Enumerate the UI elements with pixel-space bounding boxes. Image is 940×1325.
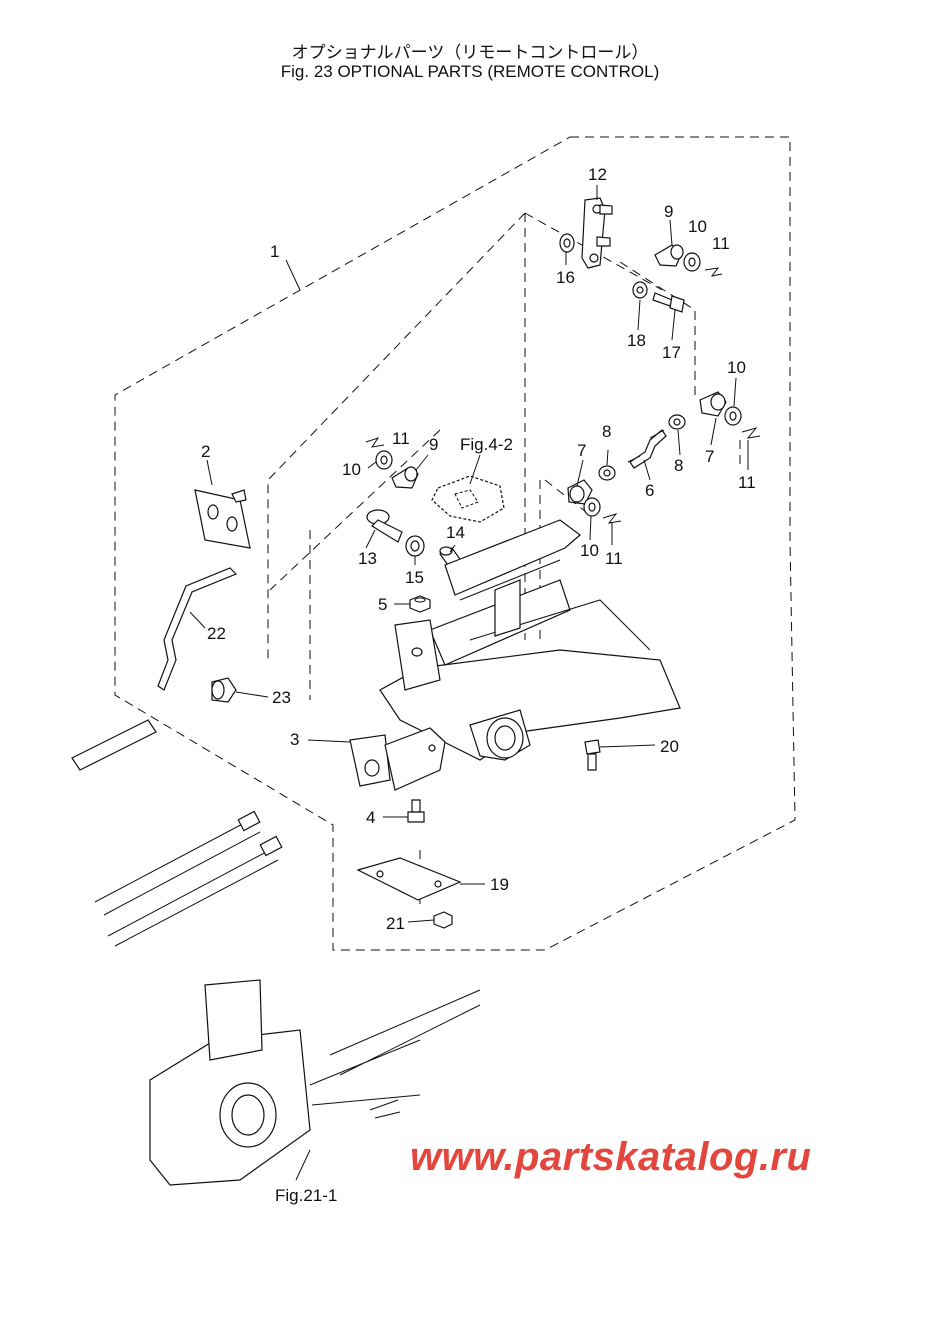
part-11-clip-middle	[365, 437, 385, 448]
title-english: Fig. 23 OPTIONAL PARTS (REMOTE CONTROL)	[280, 62, 660, 81]
part-18-washer	[632, 281, 648, 299]
swivel-bracket-assembly	[379, 519, 681, 761]
part-22-rod	[157, 567, 238, 691]
watermark: www.partskatalog.ru	[410, 1135, 812, 1179]
fig4-2-reference-part	[431, 475, 505, 523]
callout-14: 14	[446, 523, 465, 542]
part-20-bolt	[584, 739, 601, 771]
callout-15: 15	[405, 568, 424, 587]
remote-control-box	[149, 979, 481, 1186]
part-9-joint-upper	[654, 244, 684, 267]
callout-11-left: 11	[605, 549, 623, 568]
part-2-grommet-plate	[194, 489, 251, 549]
part-7-joint-right	[699, 391, 727, 417]
callout-10-right: 10	[727, 358, 746, 377]
callout-18: 18	[627, 331, 646, 350]
callout-11-right: 11	[738, 473, 756, 492]
callout-11-middle: 11	[392, 429, 410, 448]
callout-leaders	[189, 185, 749, 1181]
callout-4: 4	[366, 808, 375, 827]
callout-11-upper: 11	[712, 234, 730, 253]
part-8-nut-right	[668, 414, 686, 430]
callout-21: 21	[386, 914, 405, 933]
title-japanese: オプショナルパーツ（リモートコントロール）	[291, 43, 649, 63]
callout-17: 17	[662, 343, 681, 362]
part-16-washer	[559, 233, 575, 253]
part-10-washer-middle	[375, 450, 393, 470]
assembly-leader-paths	[269, 261, 696, 905]
reference-fig4-2: Fig.4-2	[460, 435, 513, 454]
callout-19: 19	[490, 875, 509, 894]
callout-16: 16	[556, 268, 575, 287]
part-10-washer-left	[583, 497, 601, 517]
part-9-joint-middle	[391, 466, 419, 489]
callout-8-left: 8	[602, 422, 611, 441]
part-10-washer-right	[724, 406, 742, 426]
assembly-boundary-outer	[114, 136, 796, 951]
callout-12: 12	[588, 165, 607, 184]
part-21-nut	[433, 911, 453, 929]
part-15-bush	[405, 535, 425, 557]
part-3-throttle-bracket	[349, 727, 446, 791]
part-7-joint-left	[567, 479, 593, 505]
callout-2: 2	[201, 442, 210, 461]
callout-22: 22	[207, 624, 226, 643]
callout-7-right: 7	[705, 447, 714, 466]
part-13-shoulder-bolt	[366, 509, 403, 543]
callout-9-middle: 9	[429, 435, 438, 454]
part-19-plate	[356, 857, 462, 901]
reference-fig21-1: Fig.21-1	[275, 1186, 337, 1205]
part-11-clip-upper	[704, 267, 723, 277]
callout-8-right: 8	[674, 456, 683, 475]
part-11-clip-right	[741, 427, 761, 439]
callout-1: 1	[270, 242, 279, 261]
callout-10-upper: 10	[688, 217, 707, 236]
callout-13: 13	[358, 549, 377, 568]
part-17-bolt	[652, 292, 685, 313]
callout-7-left: 7	[577, 441, 586, 460]
part-11-clip-left	[602, 513, 622, 524]
part-10-washer-upper	[683, 252, 701, 272]
callout-3: 3	[290, 730, 299, 749]
part-4-bolt	[407, 799, 425, 823]
callout-23: 23	[272, 688, 291, 707]
callout-5: 5	[378, 595, 387, 614]
part-6-threaded-rod	[627, 429, 667, 469]
callout-10-left: 10	[580, 541, 599, 560]
part-8-nut-left	[598, 465, 616, 481]
remote-control-cables	[71, 719, 283, 947]
callout-20: 20	[660, 737, 679, 756]
callout-6: 6	[645, 481, 654, 500]
part-23-grommet	[211, 677, 237, 703]
callout-10-middle: 10	[342, 460, 361, 479]
callout-9-upper: 9	[664, 202, 673, 221]
part-12-link-plate	[581, 197, 613, 269]
part-5-nut	[409, 595, 431, 613]
